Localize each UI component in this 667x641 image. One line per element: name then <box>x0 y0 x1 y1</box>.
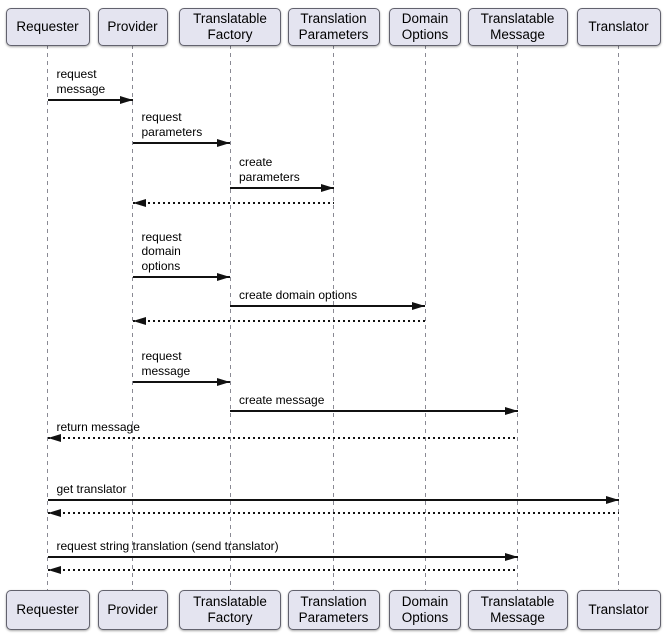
participant-translation-parameters-bottom: Translation Parameters <box>287 590 380 630</box>
arrowhead-request-message-to-factory <box>217 377 230 386</box>
arrowhead-return-domain-options <box>132 316 146 325</box>
message-line-create-domain-options <box>230 305 425 307</box>
lifeline-translator <box>618 45 619 590</box>
message-label-request-string-translation: request string translation (send transla… <box>56 538 279 553</box>
participant-translatable-factory-top: Translatable Factory <box>179 8 281 46</box>
participant-requester-bottom: Requester <box>5 590 90 630</box>
participant-provider-top: Provider <box>97 8 168 46</box>
message-line-request-domain-options <box>132 276 230 278</box>
arrowhead-return-message <box>47 433 61 442</box>
message-label-get-translator: get translator <box>56 481 127 496</box>
message-label-create-domain-options: create domain options <box>239 287 358 302</box>
lifeline-translatable-message <box>517 45 518 590</box>
message-line-request-string-translation <box>47 556 518 558</box>
lifeline-requester <box>47 45 48 590</box>
message-line-request-message-to-factory <box>132 381 230 383</box>
lifeline-translatable-factory <box>229 45 231 590</box>
arrowhead-return-parameters <box>132 198 146 207</box>
message-line-get-translator <box>47 499 619 501</box>
participant-domain-options-top: Domain Options <box>389 8 461 46</box>
message-label-request-domain-options: request domain options <box>141 229 182 273</box>
arrowhead-request-parameters <box>217 138 230 147</box>
participant-provider-bottom: Provider <box>97 590 168 630</box>
arrowhead-create-message <box>504 406 518 415</box>
lifeline-translation-parameters <box>333 45 334 590</box>
message-line-return-translator <box>47 512 619 514</box>
arrowhead-create-parameters <box>320 183 334 192</box>
message-line-return-string-translation <box>47 569 518 571</box>
participant-domain-options-bottom: Domain Options <box>389 590 461 630</box>
message-line-create-parameters <box>230 187 334 189</box>
message-label-create-parameters: create parameters <box>239 155 300 184</box>
lifeline-domain-options <box>424 45 426 590</box>
arrowhead-return-string-translation <box>47 565 61 574</box>
participant-translator-bottom: Translator <box>576 590 661 630</box>
message-line-request-message-to-provider <box>47 99 133 101</box>
message-line-create-message <box>230 410 518 412</box>
message-label-create-message: create message <box>239 392 325 407</box>
participant-translation-parameters-top: Translation Parameters <box>287 8 380 46</box>
arrowhead-get-translator <box>605 495 619 504</box>
arrowhead-create-domain-options <box>412 301 425 310</box>
arrowhead-request-string-translation <box>504 552 518 561</box>
participant-translatable-factory-bottom: Translatable Factory <box>179 590 281 630</box>
arrowhead-request-message-to-provider <box>119 95 133 104</box>
message-line-return-parameters <box>132 202 334 204</box>
message-line-return-domain-options <box>132 320 425 322</box>
participant-translatable-message-top: Translatable Message <box>467 8 568 46</box>
message-label-request-parameters: request parameters <box>141 110 203 139</box>
participant-translator-top: Translator <box>576 8 661 46</box>
message-label-return-message: return message <box>56 419 140 434</box>
message-label-request-message-to-provider: request message <box>56 67 106 96</box>
arrowhead-return-translator <box>47 508 61 517</box>
participant-requester-top: Requester <box>5 8 90 46</box>
message-label-request-message-to-factory: request message <box>141 349 191 378</box>
arrowhead-request-domain-options <box>217 272 230 281</box>
participant-translatable-message-bottom: Translatable Message <box>467 590 568 630</box>
message-line-request-parameters <box>132 142 230 144</box>
message-line-return-message <box>47 437 518 439</box>
